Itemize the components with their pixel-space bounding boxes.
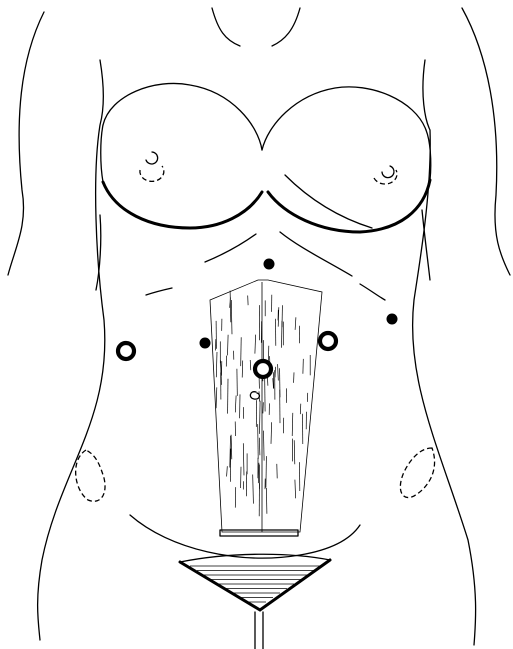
- muscle-striation: [216, 387, 217, 408]
- muscle-striation: [253, 475, 254, 504]
- rectus-insertion-bar: [220, 530, 298, 536]
- muscle-striation: [216, 352, 217, 377]
- iliac-crest-right: [400, 448, 434, 498]
- muscle-striation: [241, 337, 242, 366]
- iliac-crest-left: [76, 450, 105, 501]
- muscle-striation: [275, 367, 276, 378]
- port-site-right-mid-ring: [320, 333, 336, 349]
- muscle-striation: [231, 300, 232, 334]
- port-site-umbilical-ring: [255, 361, 271, 377]
- breast-left: [101, 83, 262, 228]
- muscle-striation: [295, 317, 296, 330]
- muscle-striation: [300, 404, 301, 414]
- muscle-striation: [230, 291, 231, 323]
- muscle-striation: [282, 321, 283, 348]
- rectus-abdominis-muscle: [210, 280, 322, 536]
- muscle-striation: [264, 431, 265, 461]
- port-site-left-lateral-ring: [118, 343, 134, 359]
- muscle-striation: [231, 435, 232, 460]
- muscle-striation: [258, 424, 259, 459]
- port-site-epigastric-dot: [264, 259, 275, 270]
- muscle-striation: [260, 401, 261, 434]
- muscle-striation: [243, 443, 244, 475]
- muscle-striation: [295, 480, 296, 499]
- breast-right: [262, 87, 431, 232]
- muscle-striation: [278, 364, 279, 380]
- muscle-striation: [294, 440, 295, 464]
- umbilicus: [250, 392, 259, 399]
- muscle-striation: [235, 396, 236, 413]
- muscle-striation: [266, 456, 267, 488]
- muscle-striation: [242, 361, 243, 378]
- muscle-striation: [258, 463, 259, 483]
- muscle-striation: [250, 360, 251, 370]
- torso-outline: [8, 8, 510, 645]
- costal-margins: [96, 210, 430, 300]
- muscle-striation: [271, 422, 272, 444]
- muscle-striation: [228, 335, 229, 356]
- muscle-striation: [255, 335, 256, 354]
- muscle-striation: [227, 466, 228, 476]
- muscle-striation: [259, 438, 260, 455]
- port-site-right-upper-dot: [387, 314, 398, 325]
- port-site-left-mid-dot: [200, 338, 211, 349]
- pubic-region: [130, 515, 360, 649]
- muscle-striation: [266, 488, 267, 514]
- muscle-striation: [292, 413, 293, 436]
